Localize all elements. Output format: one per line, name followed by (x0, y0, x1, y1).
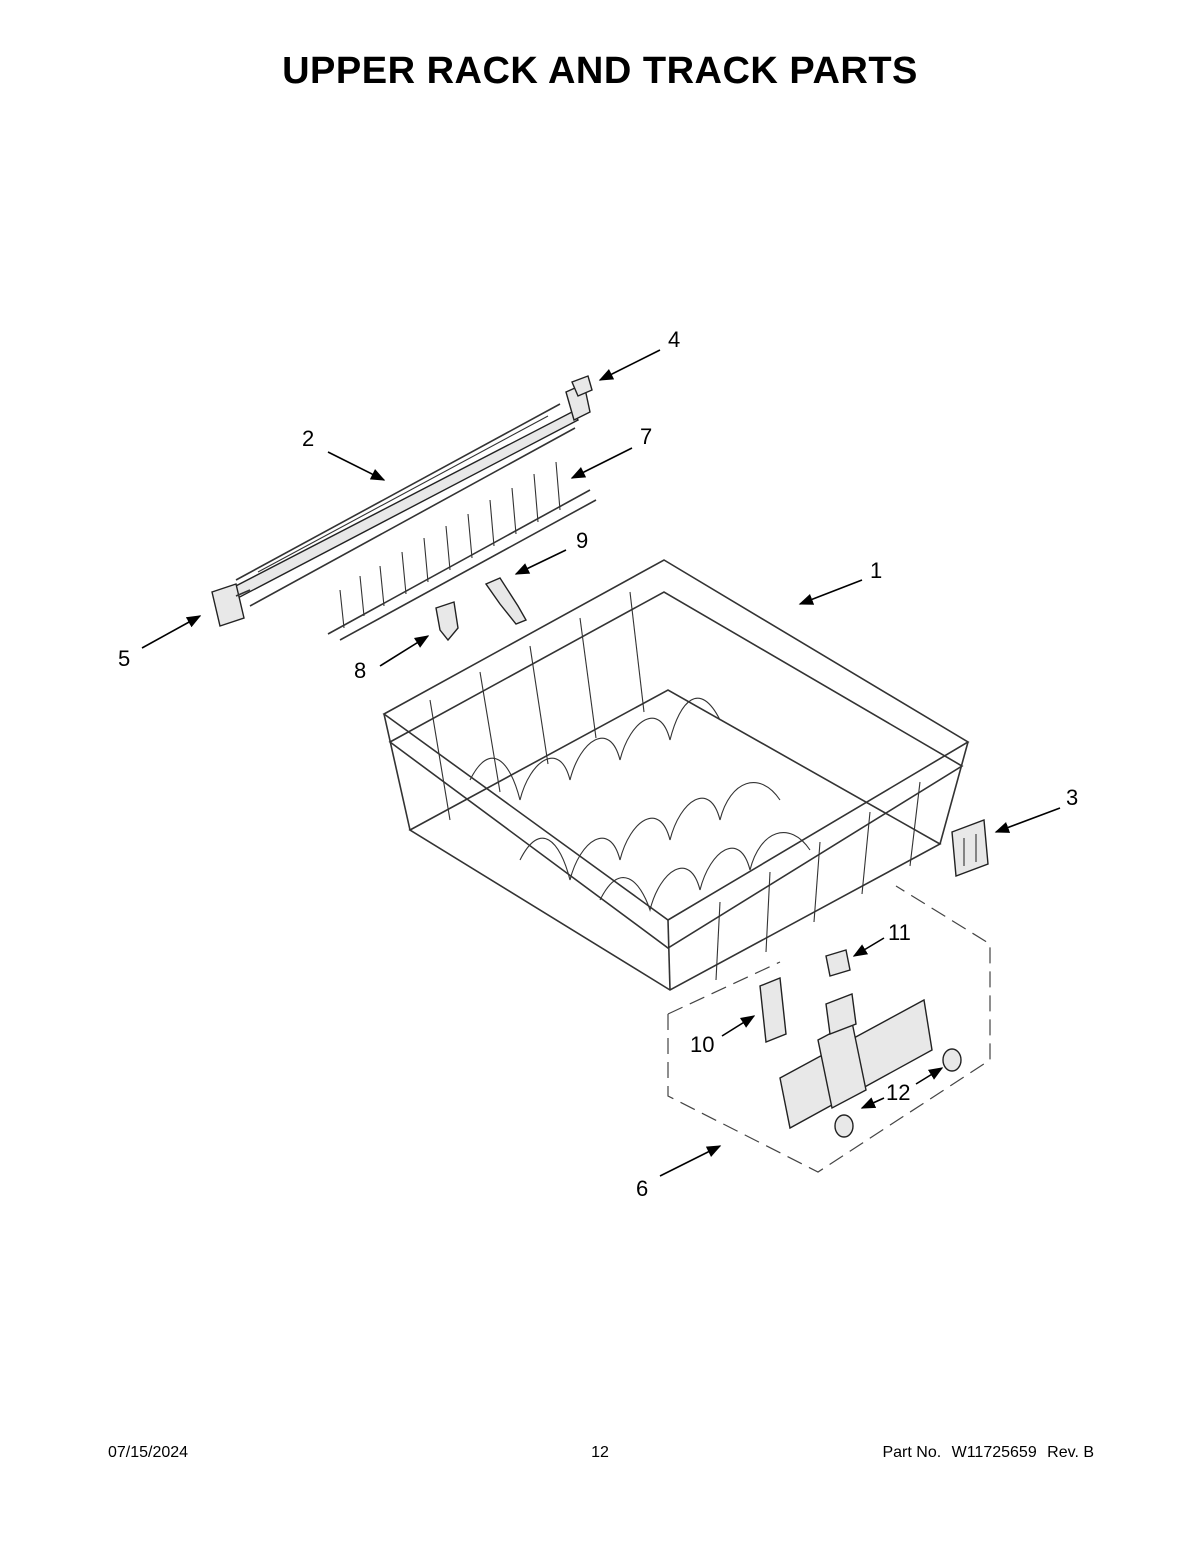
adjuster-assembly-group (667, 885, 991, 1173)
callout-10: 10 (690, 1032, 714, 1057)
callout-1: 1 (870, 558, 882, 583)
callout-2: 2 (302, 426, 314, 451)
wheel-part (834, 1048, 962, 1138)
end-cap-part (211, 583, 251, 627)
upper-rack-part (382, 559, 970, 991)
callout-4: 4 (668, 327, 680, 352)
callout-8: 8 (354, 658, 366, 683)
track-stop-part (565, 375, 593, 422)
lever-part (759, 977, 787, 1043)
footer-date: 07/15/2024 (108, 1444, 189, 1461)
footer-part-info: Part No. W11725659 Rev. B (876, 1444, 1094, 1462)
callout-11: 11 (888, 920, 911, 945)
track-rail-part (227, 403, 580, 607)
part-label: Part No. (882, 1444, 942, 1461)
leader-arrows (141, 349, 1061, 1177)
footer-page-number: 12 (591, 1444, 609, 1461)
clip-part-8 (435, 601, 459, 642)
callout-7: 7 (640, 424, 652, 449)
tine-row-part (327, 461, 597, 641)
part-number: W11725659 (951, 1444, 1037, 1461)
adjuster-body-part (779, 993, 933, 1130)
callout-9: 9 (576, 528, 588, 553)
button-part (825, 949, 851, 977)
callout-3: 3 (1066, 785, 1078, 810)
callout-12: 12 (886, 1080, 910, 1105)
revision: Rev. B (1047, 1444, 1094, 1461)
side-clip-part (951, 819, 989, 877)
callout-labels: 1 2 3 4 5 6 7 8 9 10 11 12 (118, 327, 1078, 1201)
page-title: UPPER RACK AND TRACK PARTS (282, 50, 918, 92)
callout-5: 5 (118, 646, 130, 671)
callout-6: 6 (636, 1176, 648, 1201)
clip-part-9 (484, 577, 528, 625)
